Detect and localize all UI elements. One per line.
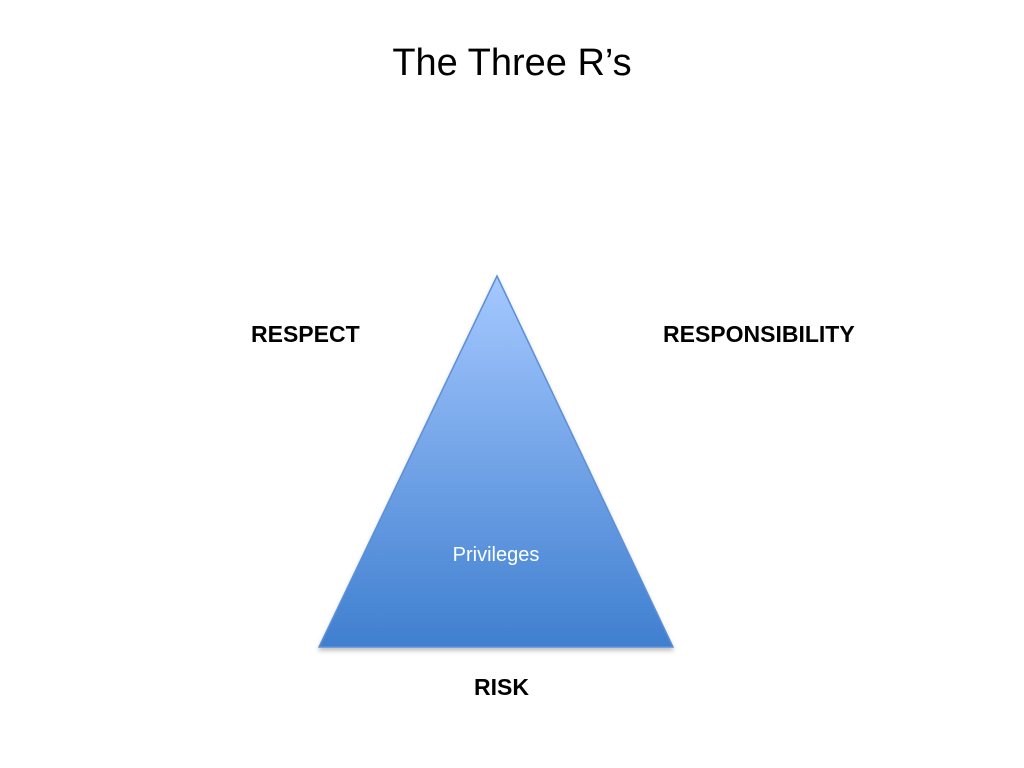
label-risk: RISK (474, 674, 529, 700)
label-respect: RESPECT (251, 321, 360, 347)
slide-title: The Three R’s (392, 42, 632, 84)
triangle-center-label: Privileges (452, 544, 540, 566)
label-responsibility: RESPONSIBILITY (663, 321, 855, 347)
privileges-triangle (317, 274, 675, 648)
